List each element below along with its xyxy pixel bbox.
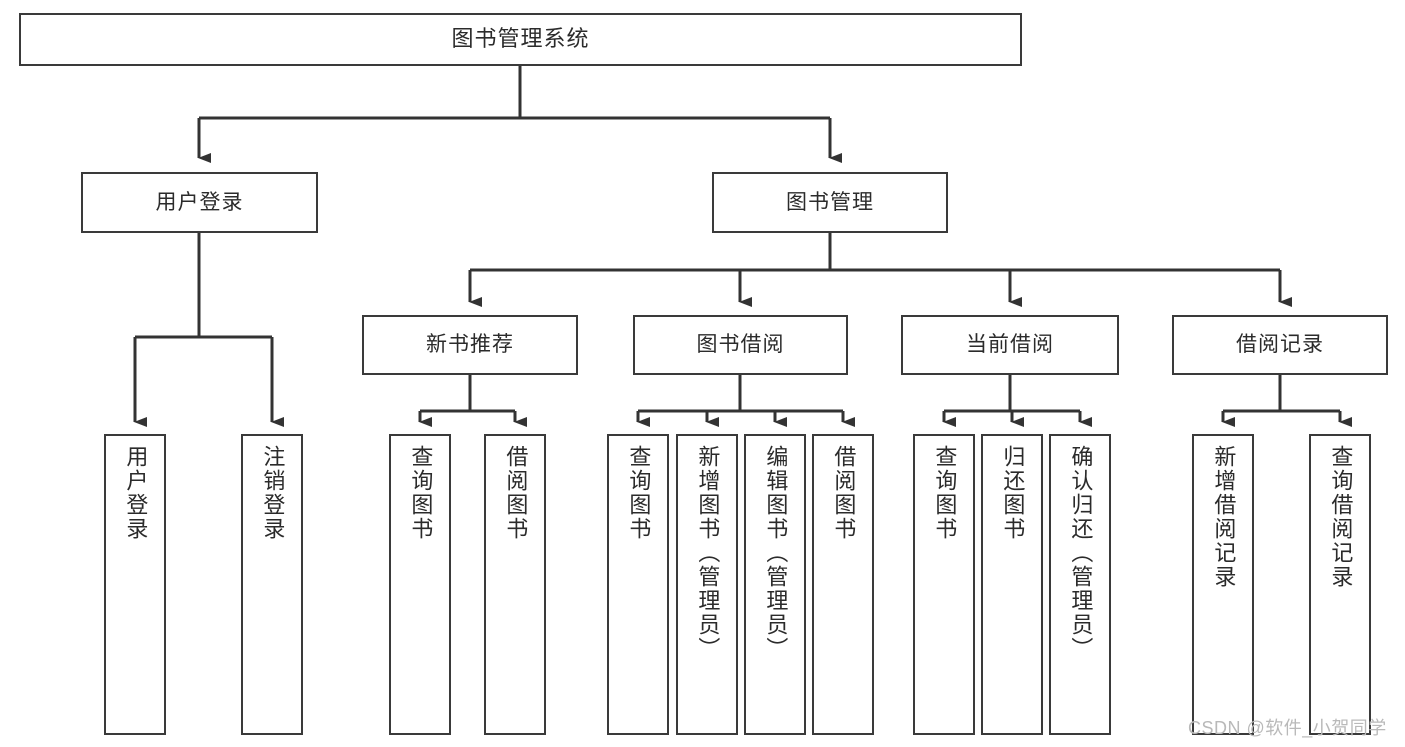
node-borrow-edit-label: 编辑图书（管理员） bbox=[763, 445, 789, 661]
node-user-login[interactable]: 用户登录 bbox=[81, 172, 318, 233]
node-new-book-rec[interactable]: 新书推荐 bbox=[362, 315, 578, 375]
node-user-login-logout-label: 注销登录 bbox=[260, 445, 286, 541]
node-current-return-label: 归还图书 bbox=[1000, 445, 1026, 541]
node-borrow-query-label: 查询图书 bbox=[626, 445, 652, 541]
node-record-query[interactable]: 查询借阅记录 bbox=[1309, 434, 1371, 735]
node-current-confirm-label: 确认归还（管理员） bbox=[1068, 445, 1094, 661]
node-book-borrow-label: 图书借阅 bbox=[696, 333, 785, 357]
node-current-query[interactable]: 查询图书 bbox=[913, 434, 975, 735]
node-user-login-label: 用户登录 bbox=[155, 190, 244, 214]
csdn-watermark: CSDN @软件_小贺同学 bbox=[1188, 718, 1387, 738]
node-current-query-label: 查询图书 bbox=[932, 445, 958, 541]
node-new-book-query-label: 查询图书 bbox=[408, 445, 434, 541]
node-borrow-record-label: 借阅记录 bbox=[1236, 333, 1324, 357]
node-root-label: 图书管理系统 bbox=[451, 26, 590, 52]
node-record-add[interactable]: 新增借阅记录 bbox=[1192, 434, 1254, 735]
node-borrow-record[interactable]: 借阅记录 bbox=[1172, 315, 1388, 375]
node-user-login-login-label: 用户登录 bbox=[123, 445, 149, 541]
node-new-book-borrow[interactable]: 借阅图书 bbox=[484, 434, 546, 735]
node-user-login-login[interactable]: 用户登录 bbox=[104, 434, 166, 735]
node-current-borrow-label: 当前借阅 bbox=[966, 333, 1054, 357]
node-borrow-add-label: 新增图书（管理员） bbox=[695, 445, 721, 661]
node-borrow-query[interactable]: 查询图书 bbox=[607, 434, 669, 735]
node-borrow-add[interactable]: 新增图书（管理员） bbox=[676, 434, 738, 735]
node-borrow-edit[interactable]: 编辑图书（管理员） bbox=[744, 434, 806, 735]
node-current-return[interactable]: 归还图书 bbox=[981, 434, 1043, 735]
node-borrow-borrow-label: 借阅图书 bbox=[831, 445, 857, 541]
node-record-query-label: 查询借阅记录 bbox=[1328, 445, 1354, 589]
node-user-login-logout[interactable]: 注销登录 bbox=[241, 434, 303, 735]
node-current-confirm[interactable]: 确认归还（管理员） bbox=[1049, 434, 1111, 735]
node-new-book-rec-label: 新书推荐 bbox=[426, 333, 514, 357]
node-book-manage[interactable]: 图书管理 bbox=[712, 172, 948, 233]
node-new-book-borrow-label: 借阅图书 bbox=[503, 445, 529, 541]
node-book-manage-label: 图书管理 bbox=[786, 190, 874, 214]
node-book-borrow[interactable]: 图书借阅 bbox=[633, 315, 848, 375]
node-root[interactable]: 图书管理系统 bbox=[19, 13, 1022, 66]
node-current-borrow[interactable]: 当前借阅 bbox=[901, 315, 1119, 375]
node-record-add-label: 新增借阅记录 bbox=[1211, 445, 1237, 589]
node-borrow-borrow[interactable]: 借阅图书 bbox=[812, 434, 874, 735]
node-new-book-query[interactable]: 查询图书 bbox=[389, 434, 451, 735]
